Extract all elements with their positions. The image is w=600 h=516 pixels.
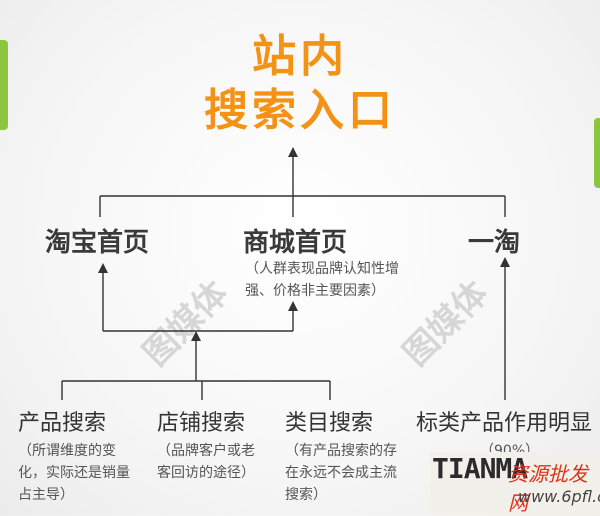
note-tmall: （人群表现品牌认知性增强、价格非主要因素）	[245, 261, 399, 299]
left-accent-tab	[0, 40, 8, 130]
title-line-2: 搜索入口	[204, 85, 396, 136]
watermark-brand-cn: 资源批发网	[508, 462, 588, 515]
node-store-search: 店铺搜索	[157, 411, 246, 436]
watermark-badge	[430, 452, 600, 515]
node-standard-products: 标类产品作用明显	[416, 411, 593, 436]
watermark-url: www.6pfl.cn	[518, 487, 600, 506]
node-taobao-home: 淘宝首页	[45, 228, 150, 258]
node-tmall-home: 商城首页	[243, 228, 348, 258]
title-line-1: 站内	[252, 31, 348, 82]
note-store-search: （品牌客户或老客回访的途径）	[157, 443, 255, 481]
note-category-search: （有产品搜索的存在永远不会成主流搜索）	[285, 443, 397, 503]
node-product-search: 产品搜索	[18, 411, 107, 436]
note-product-search: （所谓维度的变化，实际还是销量占主导）	[18, 443, 130, 503]
node-category-search: 类目搜索	[285, 411, 374, 436]
watermark-brand-latin: TIANMA	[432, 452, 528, 485]
node-yitao: 一淘	[468, 228, 521, 258]
right-accent-tab	[594, 118, 600, 188]
